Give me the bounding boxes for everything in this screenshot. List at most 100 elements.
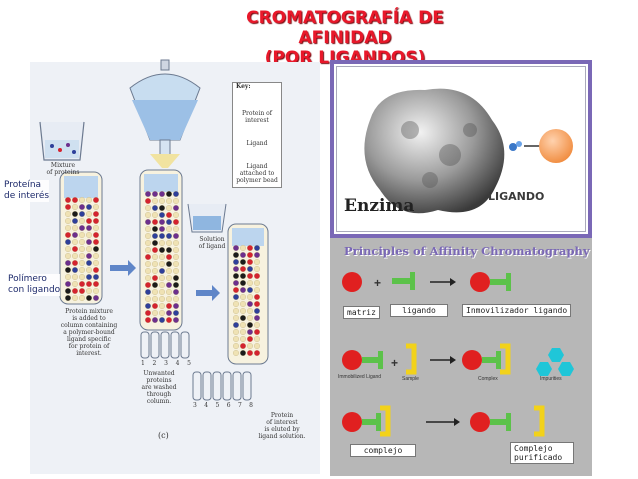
bead xyxy=(159,268,165,274)
bead xyxy=(254,315,260,321)
bead xyxy=(152,233,158,239)
immobilized-bead-icon xyxy=(470,272,490,292)
key-line: interest xyxy=(245,117,269,124)
bead xyxy=(240,266,246,272)
tube-number: 7 xyxy=(237,402,242,409)
bead xyxy=(65,246,71,252)
bead xyxy=(145,226,151,232)
complex-label: Complex xyxy=(478,376,498,382)
arrow-right-1 xyxy=(110,260,136,276)
ligando-tag: ligando xyxy=(390,304,448,317)
bead xyxy=(166,310,172,316)
polymer-label-line: Polímero xyxy=(8,274,47,284)
bead xyxy=(173,233,179,239)
bead xyxy=(166,212,172,218)
bead xyxy=(233,266,239,272)
bead xyxy=(233,245,239,251)
enzyme-illustration xyxy=(364,88,573,214)
bead xyxy=(240,294,246,300)
sample-target-icon xyxy=(406,343,417,375)
bead xyxy=(240,259,246,265)
tube-number: 4 xyxy=(204,402,209,409)
bead xyxy=(233,308,239,314)
bead xyxy=(79,281,85,287)
plus-sign: + xyxy=(374,276,382,290)
bead xyxy=(86,232,92,238)
bead xyxy=(173,191,179,197)
bead xyxy=(86,260,92,266)
bead xyxy=(145,296,151,302)
bead xyxy=(247,350,253,356)
bead xyxy=(166,191,172,197)
bead xyxy=(173,275,179,281)
bead xyxy=(145,275,151,281)
bead xyxy=(240,252,246,258)
eluted-line: is eluted by xyxy=(264,426,300,433)
bead xyxy=(166,219,172,225)
bead xyxy=(240,350,246,356)
bead xyxy=(152,275,158,281)
bead xyxy=(247,259,253,265)
bead xyxy=(79,267,85,273)
protein-label-line: de interés xyxy=(4,191,50,201)
bead xyxy=(145,261,151,267)
collection-tubes-2 xyxy=(192,371,252,401)
unwanted-label: Unwanted proteins are washed through col… xyxy=(128,370,190,405)
sample-label: Sample xyxy=(402,376,419,382)
bead xyxy=(145,191,151,197)
title-line-1: CROMATOGRAFÍA DE xyxy=(246,8,444,28)
bead xyxy=(247,322,253,328)
bead xyxy=(145,303,151,309)
bead xyxy=(152,205,158,211)
bead xyxy=(152,310,158,316)
bead xyxy=(93,295,99,301)
bead xyxy=(145,198,151,204)
bead xyxy=(145,317,151,323)
bead xyxy=(233,315,239,321)
bead xyxy=(173,303,179,309)
bead xyxy=(152,296,158,302)
bead xyxy=(86,246,92,252)
bead xyxy=(72,211,78,217)
immobilized-ligand-label: Immobilized Ligand xyxy=(338,374,382,380)
bead xyxy=(173,261,179,267)
bead xyxy=(166,282,172,288)
key-line: Ligand xyxy=(246,163,268,170)
bead xyxy=(159,261,165,267)
solution-beaker xyxy=(187,203,227,233)
tube-number: 6 xyxy=(226,402,231,409)
bead xyxy=(173,296,179,302)
bead xyxy=(86,239,92,245)
step-line: a polymer-bound xyxy=(63,329,115,336)
tube-number: 3 xyxy=(164,360,168,367)
bead xyxy=(166,240,172,246)
bead xyxy=(79,246,85,252)
bead xyxy=(247,287,253,293)
bead xyxy=(159,212,165,218)
bead xyxy=(166,254,172,260)
bead xyxy=(79,295,85,301)
bead xyxy=(72,232,78,238)
bead xyxy=(79,225,85,231)
bead xyxy=(254,336,260,342)
polymer-with-ligand-label: Polímero con ligando xyxy=(8,274,61,296)
bead xyxy=(173,198,179,204)
bead xyxy=(79,260,85,266)
bead xyxy=(65,281,71,287)
bead xyxy=(240,315,246,321)
matriz-tag: matriz xyxy=(343,306,380,319)
bead xyxy=(152,268,158,274)
bead xyxy=(247,329,253,335)
key-title: Key: xyxy=(236,83,251,90)
mixture-label-line: of proteins xyxy=(46,169,80,176)
bead xyxy=(159,275,165,281)
bead xyxy=(145,219,151,225)
bead xyxy=(152,317,158,323)
bead xyxy=(247,343,253,349)
eluted-line: Protein xyxy=(270,412,294,419)
step-text: Protein mixture is added to column conta… xyxy=(56,308,122,357)
bead xyxy=(233,322,239,328)
bead xyxy=(254,294,260,300)
bead xyxy=(159,289,165,295)
